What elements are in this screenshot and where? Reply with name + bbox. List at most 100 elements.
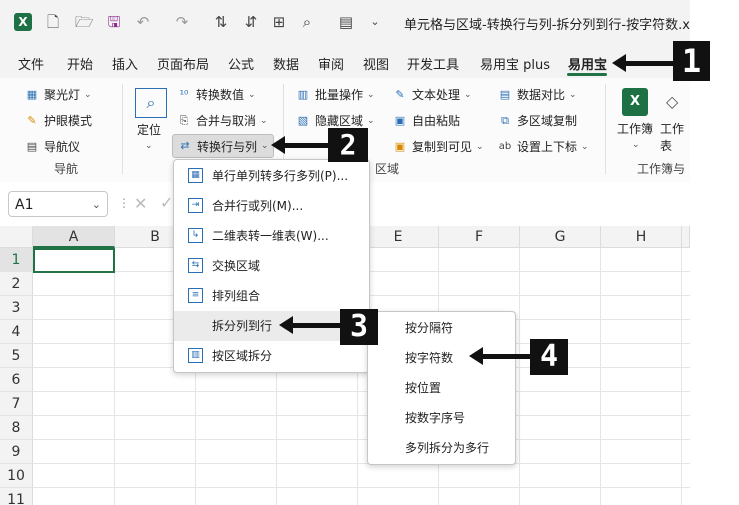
chevron-down-icon: ⌄ (145, 141, 153, 151)
locate-icon[interactable]: ⌕ (135, 88, 167, 118)
grid-line (33, 391, 690, 392)
new-file-icon[interactable]: 🗋 (46, 13, 60, 31)
customize-toolbar-icon[interactable]: ⌄ (370, 15, 380, 28)
workbook-icon[interactable]: X (622, 88, 648, 116)
excel-window: X 🗋 🗁 🖫 ↶ ↷ ⇅ ⇵ ⊞ ⌕ ▤ ⌄ 单元格与区域-转换行与列-拆分列… (0, 0, 690, 505)
merge-cancel-button[interactable]: ⎘ 合并与取消 ⌄ (176, 112, 268, 129)
tab-data[interactable]: 数据 (273, 58, 300, 73)
tab-review[interactable]: 审阅 (318, 58, 345, 73)
row-header[interactable]: 9 (0, 440, 33, 464)
sort-asc-icon[interactable]: ⇅ (214, 13, 228, 31)
copy-visible-icon: ▣ (394, 139, 406, 153)
submenu-item-by-delimiter[interactable]: 按分隔符 (405, 321, 454, 335)
grid-line (33, 439, 690, 440)
text-process-button[interactable]: ✎ 文本处理 ⌄ (392, 86, 471, 103)
redo-icon[interactable]: ↷ (175, 13, 189, 31)
row-header[interactable]: 11 (0, 488, 33, 505)
undo-icon[interactable]: ↶ (136, 13, 150, 31)
data-compare-button[interactable]: ▤ 数据对比 ⌄ (497, 86, 577, 103)
save-icon[interactable]: 🖫 (107, 13, 121, 31)
chevron-down-icon[interactable]: ⌄ (91, 198, 101, 211)
batch-ops-button[interactable]: ▥ 批量操作 ⌄ (295, 86, 375, 103)
menu-item-merge-rowcol[interactable]: ⇥ 合并行或列(M)... (174, 191, 367, 221)
menu-item-split-col-to-row[interactable]: 拆分列到行 (174, 311, 367, 341)
group-label-workbook: 工作簿与 (637, 162, 686, 176)
sort-desc-icon[interactable]: ⇵ (244, 13, 258, 31)
tab-yiyongbao-plus[interactable]: 易用宝 plus (480, 58, 551, 73)
menu-item-split-by-area[interactable]: ▥ 按区域拆分 (174, 341, 367, 371)
free-paste-button[interactable]: ▣ 自由粘贴 (392, 112, 460, 129)
chevron-down-icon: ⌄ (248, 89, 256, 100)
column-header[interactable]: G (520, 226, 601, 248)
copy-visible-button[interactable]: ▣ 复制到可见 ⌄ (392, 138, 484, 155)
focus-button[interactable]: ▦ 聚光灯 ⌄ (24, 86, 92, 103)
row-header[interactable]: 6 (0, 368, 33, 392)
grid-line (33, 487, 690, 488)
form-icon[interactable]: ▤ (338, 13, 354, 31)
submenu-item-by-number[interactable]: 按数字序号 (405, 411, 466, 425)
find-icon[interactable]: ⌕ (302, 13, 312, 31)
ribbon-separator (605, 84, 606, 174)
formula-bar-handle[interactable]: ⋮ (118, 196, 130, 210)
eye-icon: ✎ (27, 113, 37, 127)
row-header[interactable]: 4 (0, 320, 33, 344)
menu-item-label: 二维表转一维表(W)... (212, 229, 329, 243)
spotlight-icon: ▦ (26, 87, 38, 101)
chevron-down-icon: ⌄ (84, 89, 92, 100)
navigator-button[interactable]: ▤ 导航仪 (24, 138, 80, 155)
tab-page-layout[interactable]: 页面布局 (157, 58, 210, 73)
tab-insert[interactable]: 插入 (112, 58, 139, 73)
row-header[interactable]: 3 (0, 296, 33, 320)
hide-area-button[interactable]: ▧ 隐藏区域 ⌄ (295, 112, 375, 129)
hide-area-icon: ▧ (297, 113, 309, 127)
tab-home[interactable]: 开始 (67, 58, 94, 73)
row-header[interactable]: 10 (0, 464, 33, 488)
row-header[interactable]: 2 (0, 272, 33, 296)
column-header[interactable]: F (439, 226, 520, 248)
worksheet-button-label[interactable]: 工作表 (660, 122, 685, 153)
merge-cancel-label: 合并与取消 (196, 114, 257, 128)
row-header[interactable]: 7 (0, 392, 33, 416)
menu-item-swap-area[interactable]: ⇆ 交换区域 (174, 251, 367, 281)
tab-developer[interactable]: 开发工具 (407, 58, 460, 73)
borders-icon[interactable]: ⊞ (272, 13, 286, 31)
arrow-3-head (279, 316, 293, 334)
convert-rowcol-button[interactable]: ⇄ 转换行与列 ⌄ (172, 134, 274, 158)
row-header[interactable]: 8 (0, 416, 33, 440)
grid-line (33, 415, 690, 416)
column-header[interactable]: E (358, 226, 439, 248)
row-header[interactable]: 5 (0, 344, 33, 368)
convert-value-button[interactable]: ¹⁰ 转换数值 ⌄ (176, 86, 256, 103)
row-header[interactable]: 1 (0, 248, 33, 272)
submenu-item-by-char-count[interactable]: 按字符数 (405, 351, 454, 365)
ribbon-separator (122, 84, 123, 174)
worksheet-icon[interactable]: ◇ (666, 92, 679, 111)
name-box[interactable]: A1 ⌄ (8, 191, 108, 217)
submenu-item-multi-col-to-rows[interactable]: 多列拆分为多行 (405, 441, 490, 455)
tab-file[interactable]: 文件 (18, 58, 45, 73)
sub-super-button[interactable]: ab 设置上下标 ⌄ (497, 138, 589, 155)
locate-button-label[interactable]: 定位 (137, 123, 162, 137)
column-header[interactable]: A (33, 226, 115, 248)
column-header[interactable] (682, 226, 690, 248)
column-header[interactable]: H (601, 226, 682, 248)
convert-value-label: 转换数值 (196, 88, 245, 102)
active-cell-a1[interactable] (33, 248, 115, 273)
tab-formulas[interactable]: 公式 (228, 58, 255, 73)
tab-yiyongbao[interactable]: 易用宝 (568, 58, 608, 73)
workbook-button-label[interactable]: 工作簿 (617, 122, 654, 136)
submenu-item-by-position[interactable]: 按位置 (405, 381, 442, 395)
menu-item-single-to-multi[interactable]: ▦ 单行单列转多行多列(P)... (174, 161, 367, 191)
select-all-corner[interactable] (0, 226, 33, 248)
open-folder-icon[interactable]: 🗁 (75, 13, 94, 31)
eye-mode-button[interactable]: ✎ 护眼模式 (24, 112, 92, 129)
menu-item-label: 单行单列转多行多列(P)... (212, 169, 349, 183)
menu-item-2d-to-1d[interactable]: ↳ 二维表转一维表(W)... (174, 221, 367, 251)
cancel-icon[interactable]: ✕ (134, 194, 148, 213)
paste-icon: ▣ (394, 113, 406, 127)
batch-icon: ▥ (297, 87, 309, 101)
multi-copy-button[interactable]: ⧉ 多区域复制 (497, 112, 577, 129)
confirm-icon[interactable]: ✓ (160, 193, 174, 212)
menu-item-permutation[interactable]: ≡ 排列组合 (174, 281, 367, 311)
tab-view[interactable]: 视图 (363, 58, 390, 73)
